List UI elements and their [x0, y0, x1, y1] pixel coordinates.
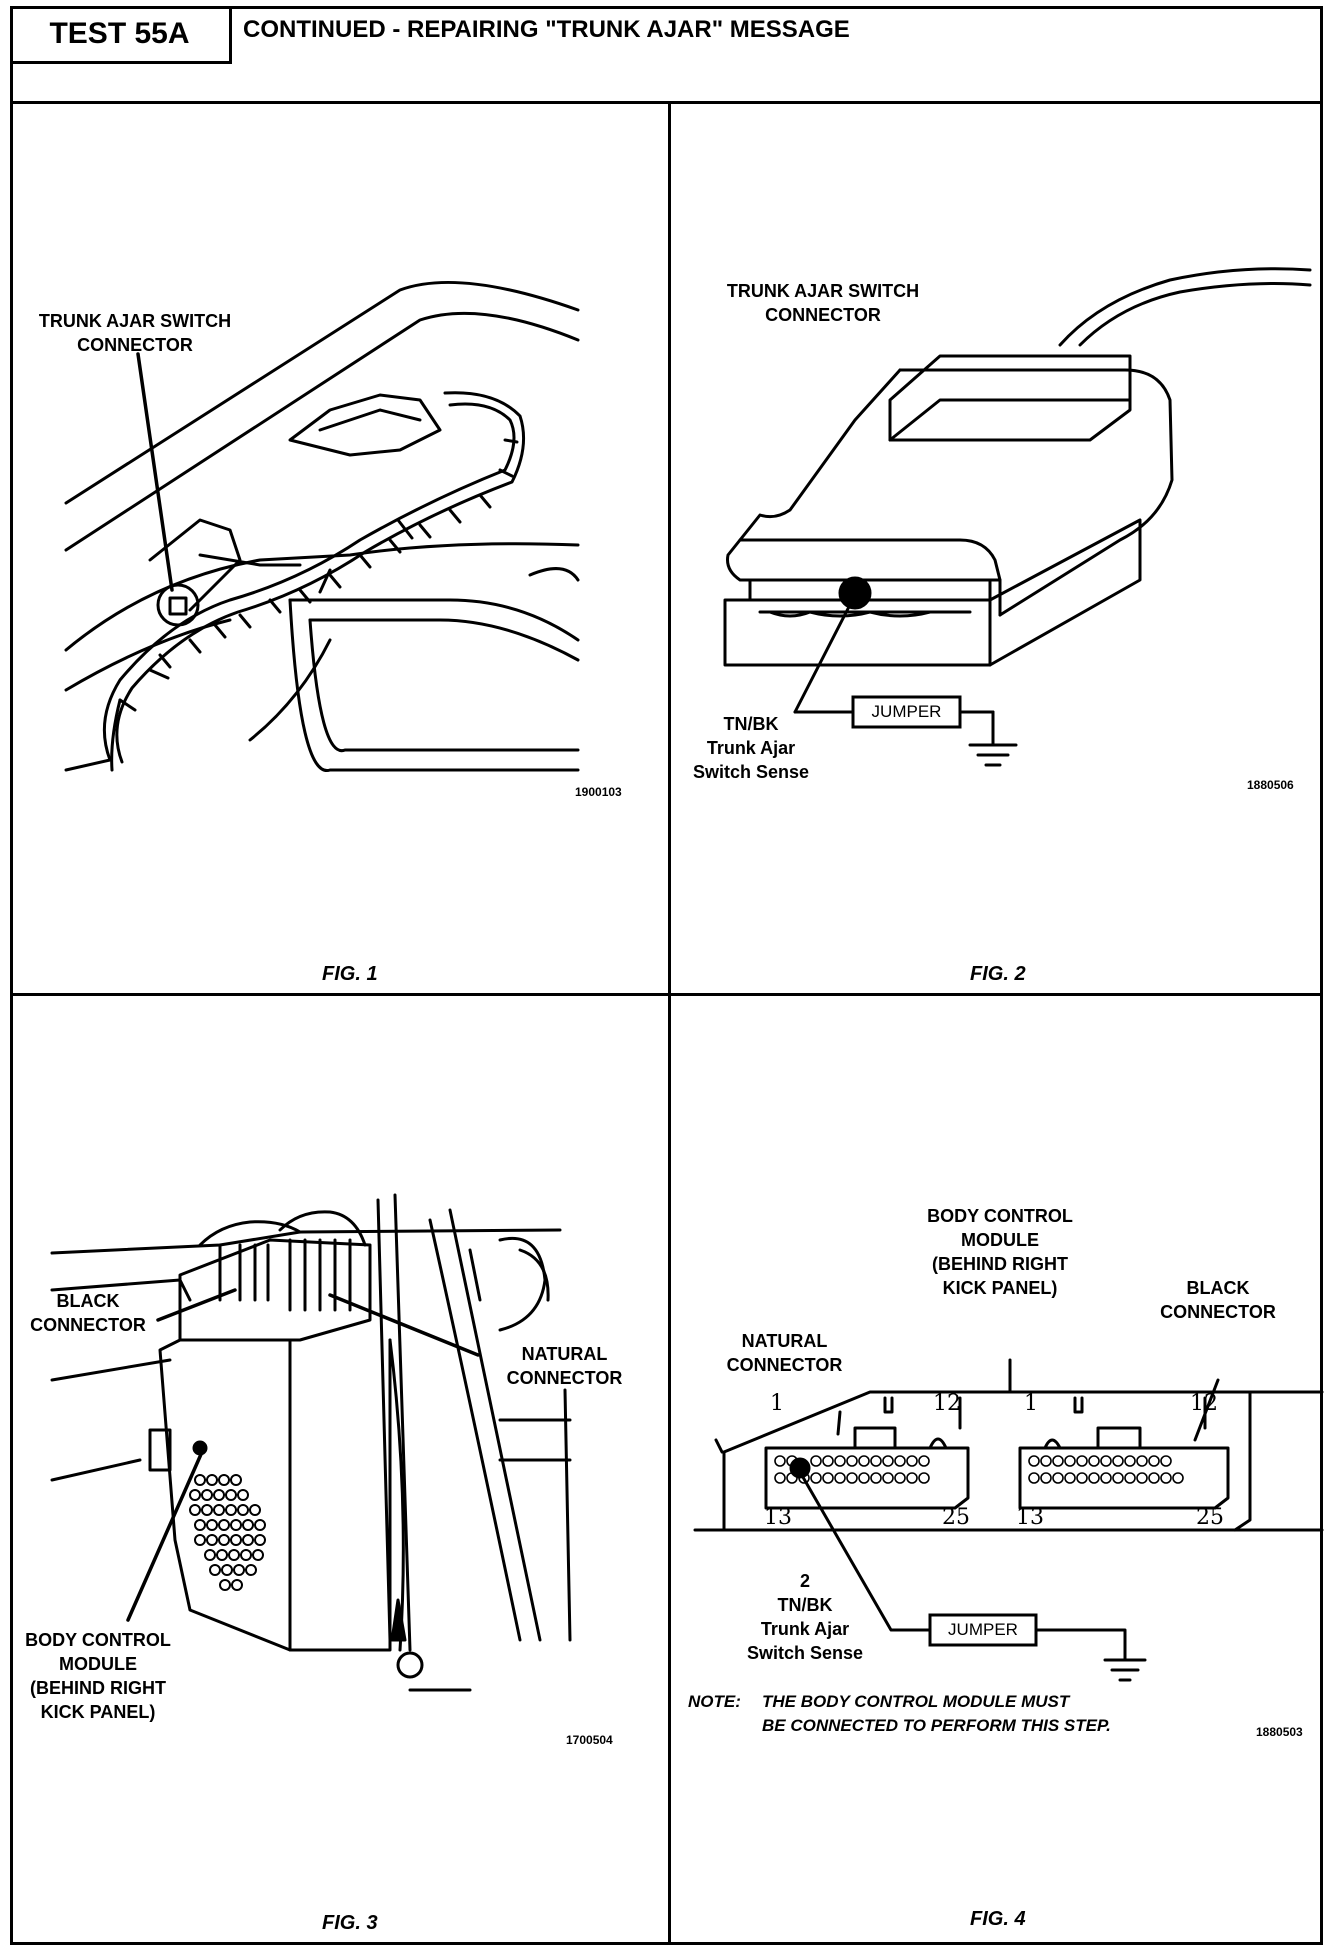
fig2-connector-drawing — [723, 267, 1312, 767]
fig4-pin-rows — [774, 1455, 1184, 1484]
fig4-jumper-label: JUMPER — [948, 1620, 1018, 1639]
fig4-image-number: 1880503 — [1256, 1725, 1303, 1739]
fig4-note-prefix: NOTE: — [688, 1692, 741, 1711]
fig4-jumper-box — [928, 1613, 1038, 1647]
test-id-box: TEST 55A — [10, 6, 232, 64]
fig4-pin-25-natural: 25 — [942, 1505, 970, 1530]
fig2-connector-callout: TRUNK AJAR SWITCH CONNECTOR — [726, 281, 920, 325]
header-divider — [10, 101, 1323, 104]
fig3-natural-connector-label: NATURAL CONNECTOR — [506, 1344, 623, 1388]
fig2-caption: FIG. 2 — [970, 963, 1026, 985]
fig2-wire-label: TN/BK Trunk Ajar Switch Sense — [692, 714, 810, 782]
fig3-caption: FIG. 3 — [322, 1912, 378, 1934]
row-divider — [10, 993, 1323, 996]
vertical-divider — [668, 101, 671, 1945]
fig1-trunk-lid-drawing — [64, 280, 580, 772]
fig4-wire-label: 2 TN/BK Trunk Ajar Switch Sense — [746, 1571, 864, 1663]
fig3-module-label: BODY CONTROL MODULE (BEHIND RIGHT KICK P… — [25, 1630, 171, 1722]
fig4-pin-13-black: 13 — [1016, 1505, 1044, 1530]
fig2-image-number: 1880506 — [1247, 778, 1294, 792]
fig4-pin-25-black: 25 — [1196, 1505, 1224, 1530]
fig2-jumper-box — [851, 695, 962, 729]
fig4-black-connector-label: BLACK CONNECTOR — [1160, 1278, 1276, 1322]
fig4-pin-12-black: 12 — [1190, 1391, 1218, 1416]
fig4-note-text: THE BODY CONTROL MODULE MUST BE CONNECTE… — [762, 1692, 1111, 1735]
fig2-pin-dot — [838, 576, 872, 610]
test-id: TEST 55A — [49, 16, 190, 50]
fig4-natural-connector-label: NATURAL CONNECTOR — [726, 1331, 843, 1375]
page-title: CONTINUED - REPAIRING "TRUNK AJAR" MESSA… — [243, 16, 850, 43]
fig1-caption: FIG. 1 — [322, 963, 378, 985]
fig4-pin-12-natural: 12 — [933, 1391, 961, 1416]
fig4-module-label: BODY CONTROL MODULE (BEHIND RIGHT KICK P… — [927, 1206, 1073, 1298]
fig4-pin2-dot — [789, 1457, 811, 1479]
fig3-module-dot — [192, 1440, 208, 1456]
fig3-bcm-drawing — [50, 1193, 572, 1692]
fig4-caption: FIG. 4 — [970, 1908, 1026, 1930]
fig4-connector-drawing — [693, 1358, 1324, 1682]
fig1-connector-callout: TRUNK AJAR SWITCH CONNECTOR — [38, 311, 232, 355]
fig3-black-connector-label: BLACK CONNECTOR — [30, 1291, 146, 1335]
fig4-pin-13-natural: 13 — [764, 1505, 792, 1530]
fig2-jumper-label: JUMPER — [871, 702, 942, 721]
fig4-pin-1-natural: 1 — [770, 1391, 784, 1416]
fig3-image-number: 1700504 — [566, 1733, 613, 1747]
fig4-pin-1-black: 1 — [1024, 1391, 1038, 1416]
page-frame — [10, 6, 1323, 1945]
fig1-image-number: 1900103 — [575, 785, 622, 799]
